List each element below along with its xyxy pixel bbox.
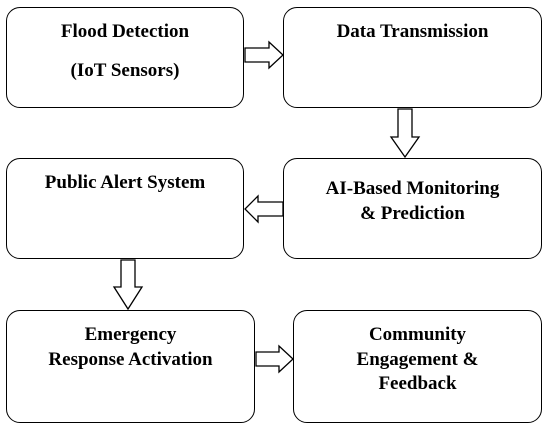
community-engagement-title-line2: Engagement & (356, 348, 479, 370)
emergency-response-title-line2: Response Activation (48, 348, 213, 370)
flood-detection-title: Flood Detection (60, 21, 190, 42)
data-transmission-title: Data Transmission (336, 21, 489, 42)
ai-monitoring-title-line2: & Prediction (360, 202, 465, 224)
community-engagement-title-line1: Community (368, 324, 467, 345)
ai-monitoring-node: AI-Based Monitoring & Prediction (283, 158, 542, 259)
ai-monitoring-title-line1: AI-Based Monitoring (325, 177, 500, 199)
public-alert-system-title: Public Alert System (44, 172, 206, 193)
flood-detection-node: Flood Detection (IoT Sensors) (6, 7, 244, 108)
public-alert-system-node: Public Alert System (6, 158, 244, 259)
emergency-response-node: Emergency Response Activation (6, 310, 255, 423)
community-engagement-title-line3: Feedback (378, 373, 457, 395)
arrow-down-icon (112, 259, 144, 311)
community-engagement-node: Community Engagement & Feedback (293, 310, 542, 423)
arrow-down-icon (389, 108, 421, 159)
emergency-response-title-line1: Emergency (84, 324, 177, 345)
arrow-right-icon (255, 344, 294, 374)
flood-detection-subtitle: (IoT Sensors) (70, 59, 180, 81)
arrow-left-icon (244, 194, 284, 224)
data-transmission-node: Data Transmission (283, 7, 542, 108)
arrow-right-icon (244, 40, 284, 70)
